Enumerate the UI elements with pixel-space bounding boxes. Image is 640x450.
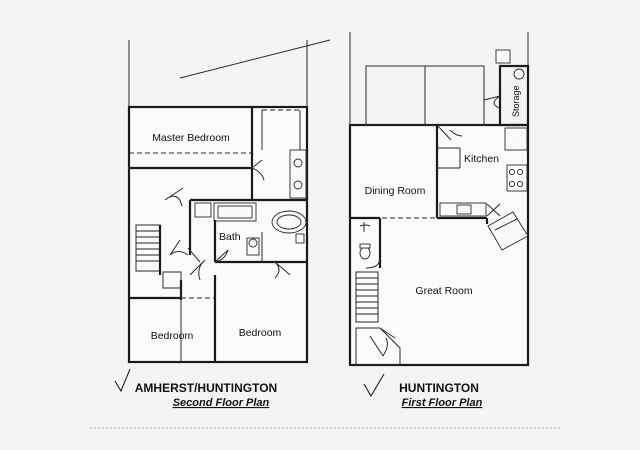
room-label-bath: Bath bbox=[219, 231, 241, 243]
room-label-dining-room: Dining Room bbox=[365, 185, 426, 197]
room-label-great-room: Great Room bbox=[415, 285, 472, 297]
second-floor-subtitle: Second Floor Plan bbox=[173, 397, 270, 409]
room-label-master-bedroom: Master Bedroom bbox=[152, 132, 230, 144]
first-floor-title: HUNTINGTON bbox=[399, 381, 479, 395]
first-floor-subtitle: First Floor Plan bbox=[402, 397, 483, 409]
checkmark-icon bbox=[114, 368, 131, 393]
room-label-bedroom-right: Bedroom bbox=[239, 327, 282, 339]
room-label-storage: Storage bbox=[511, 85, 521, 117]
second-floor-outline bbox=[127, 105, 309, 364]
second-floor-plan bbox=[127, 39, 331, 364]
checkmark-icon bbox=[363, 373, 385, 398]
room-label-bedroom-left: Bedroom bbox=[151, 330, 194, 342]
room-label-kitchen: Kitchen bbox=[464, 153, 499, 165]
first-floor-plan bbox=[348, 32, 530, 367]
second-floor-title: AMHERST/HUNTINGTON bbox=[135, 381, 277, 395]
